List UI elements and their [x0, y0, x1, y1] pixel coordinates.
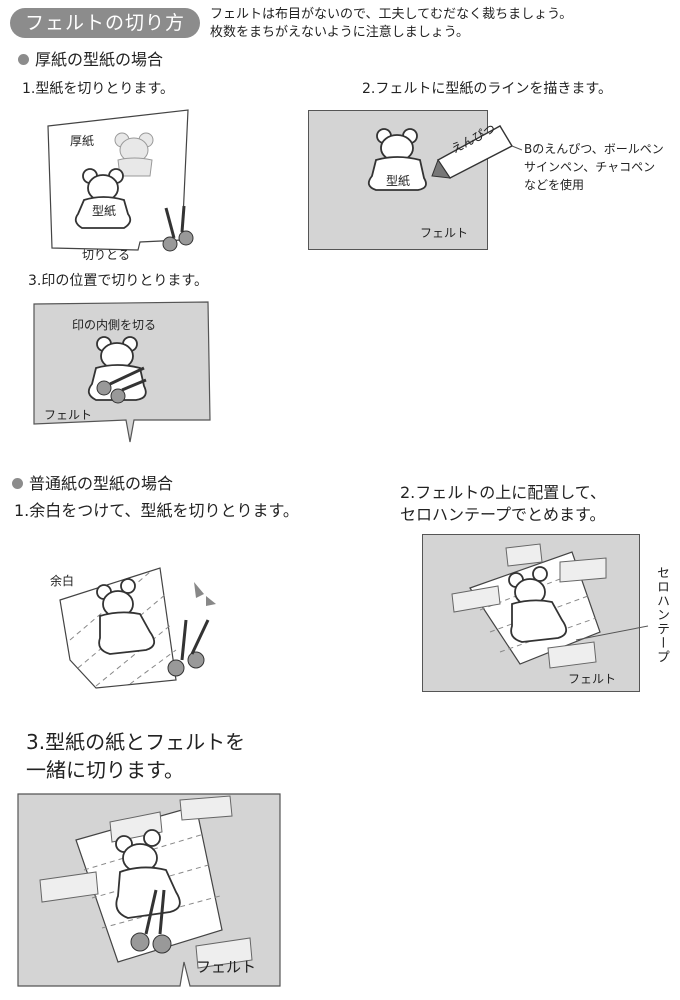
label-pattern-2: 型紙 — [386, 174, 411, 188]
label-felt-4: フェルト — [196, 958, 257, 976]
plain-step-1: 1.余白をつけて、型紙を切りとります。 — [14, 501, 299, 520]
label-pattern: 型紙 — [92, 204, 117, 218]
label-thick-paper: 厚紙 — [70, 134, 95, 148]
thick-step-2: 2.フェルトに型紙のラインを描きます。 — [362, 81, 612, 97]
plain-step-3: 3.型紙の紙とフェルトを 一緒に切ります。 — [26, 728, 245, 784]
label-cut-out: 切りとる — [82, 248, 131, 262]
plain-step-2: 2.フェルトの上に配置して、 セロハンテープでとめます。 — [400, 482, 606, 526]
thick-pattern-heading: 厚紙の型紙の場合 — [18, 46, 163, 70]
thick-heading-text: 厚紙の型紙の場合 — [35, 50, 164, 69]
plain-heading-text: 普通紙の型紙の場合 — [29, 474, 174, 493]
plain-step-3-line-2: 一緒に切ります。 — [26, 758, 184, 782]
scissors-icon-4 — [130, 889, 172, 954]
tools-line-3: などを使用 — [524, 178, 585, 192]
label-felt: フェルト — [420, 226, 469, 240]
bear-taped-icon — [508, 566, 568, 643]
scissors-icon — [162, 205, 194, 252]
scissors-icon-2 — [96, 366, 147, 404]
intro-text: フェルトは布目がないので、工夫してむだなく裁ちましょう。 枚数をまちがえないよう… — [210, 6, 572, 42]
bullet-dot-icon — [18, 54, 29, 65]
scissors-icon-3 — [167, 619, 210, 677]
bear-outline-icon — [367, 128, 427, 191]
plain-step-3-line-1: 3.型紙の紙とフェルトを — [26, 730, 246, 754]
section-title-pill: フェルトの切り方 — [10, 8, 200, 38]
tools-line-2: サインペン、チャコペン — [524, 160, 656, 174]
label-felt-3: フェルト — [568, 672, 617, 686]
bullet-dot-icon-2 — [12, 478, 23, 489]
tools-line-1: Bのえんぴつ、ボールペン — [524, 142, 664, 156]
thick-step-1: 1.型紙を切りとります。 — [22, 81, 174, 97]
label-felt-2: フェルト — [44, 408, 93, 422]
plain-step-2-line-2: セロハンテープでとめます。 — [400, 505, 606, 524]
plain-step-2-line-1: 2.フェルトの上に配置して、 — [400, 483, 606, 502]
intro-line-2: 枚数をまちがえないように注意しましょう。 — [210, 25, 469, 40]
intro-line-1: フェルトは布目がないので、工夫してむだなく裁ちましょう。 — [210, 7, 573, 22]
bear-paper-icon — [96, 578, 156, 655]
tools-list: Bのえんぴつ、ボールペン サインペン、チャコペン などを使用 — [524, 140, 664, 194]
label-margin: 余白 — [50, 574, 75, 588]
thick-step-3: 3.印の位置で切りとります。 — [28, 273, 208, 289]
bear-pattern-icon — [74, 168, 132, 229]
label-cut-inside: 印の内側を切る — [72, 318, 157, 332]
plain-pattern-heading: 普通紙の型紙の場合 — [12, 470, 173, 494]
label-cellophane-tape: セロハンテープ — [654, 566, 669, 664]
